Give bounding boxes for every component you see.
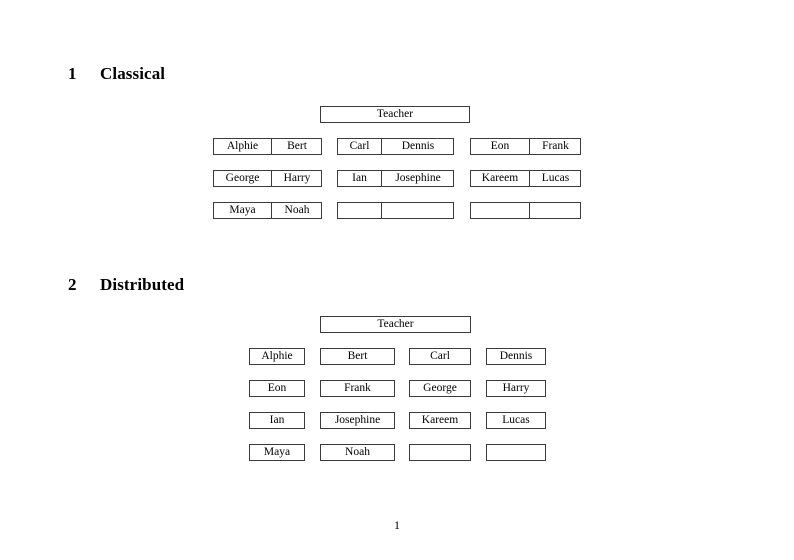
student-cell-empty — [471, 203, 529, 218]
student-cell-empty — [529, 203, 581, 218]
classical-student-row: George Harry Ian Josephine Kareem Lucas — [0, 170, 794, 202]
student-cell: Alphie — [226, 139, 259, 152]
section-number: 1 — [68, 64, 77, 83]
student-pair-box: Kareem Lucas — [470, 170, 581, 187]
student-cell: Bert — [271, 139, 322, 154]
student-box: George — [409, 380, 471, 397]
student-cell: Eon — [267, 381, 287, 394]
student-cell: Frank — [529, 139, 581, 154]
section-title: Distributed — [100, 275, 185, 294]
teacher-box: Teacher — [320, 316, 471, 333]
section-heading-classical: 1 Classical — [68, 64, 165, 84]
classical-diagram: Teacher Alphie Bert Carl Dennis Eon Fran… — [0, 106, 794, 234]
student-box: Lucas — [486, 412, 546, 429]
student-cell: Maya — [229, 203, 256, 216]
student-cell: Ian — [352, 171, 367, 184]
student-cell-empty — [487, 445, 545, 460]
student-cell: Dennis — [499, 349, 533, 362]
page-number: 1 — [394, 518, 400, 532]
student-cell: Alphie — [261, 349, 293, 362]
student-cell: Josephine — [381, 171, 454, 186]
student-cell-empty — [338, 203, 381, 218]
student-box: Josephine — [320, 412, 395, 429]
student-cell: Frank — [344, 381, 371, 394]
student-cell: Eon — [490, 139, 510, 152]
student-cell-empty — [410, 445, 470, 460]
classical-student-row: Maya Noah — [0, 202, 794, 234]
student-pair-box: George Harry — [213, 170, 322, 187]
student-pair-box: Alphie Bert — [213, 138, 322, 155]
student-cell: Noah — [345, 445, 370, 458]
student-cell: Maya — [263, 445, 291, 458]
student-cell-empty — [381, 203, 454, 218]
student-cell: Harry — [502, 381, 530, 394]
student-cell: George — [423, 381, 457, 394]
student-pair-box: Maya Noah — [213, 202, 322, 219]
distributed-diagram: Teacher Alphie Bert Carl Dennis Eon Fran… — [0, 316, 794, 476]
student-cell: Dennis — [381, 139, 454, 154]
student-box: Alphie — [249, 348, 305, 365]
distributed-student-row: Eon Frank George Harry — [0, 380, 794, 412]
student-box: Bert — [320, 348, 395, 365]
student-box: Harry — [486, 380, 546, 397]
distributed-student-row: Alphie Bert Carl Dennis — [0, 348, 794, 380]
student-pair-box: Carl Dennis — [337, 138, 454, 155]
student-pair-box-empty — [470, 202, 581, 219]
student-box: Frank — [320, 380, 395, 397]
student-cell: Lucas — [529, 171, 581, 186]
student-cell: Kareem — [421, 413, 459, 426]
student-cell: Carl — [349, 139, 370, 152]
student-cell: Kareem — [481, 171, 519, 184]
distributed-teacher-row: Teacher — [0, 316, 794, 348]
student-box-empty — [486, 444, 546, 461]
teacher-label: Teacher — [376, 107, 414, 120]
student-pair-box-empty — [337, 202, 454, 219]
student-box-empty — [409, 444, 471, 461]
student-cell: Ian — [269, 413, 285, 426]
student-cell: Bert — [347, 349, 368, 362]
distributed-student-row: Ian Josephine Kareem Lucas — [0, 412, 794, 444]
student-pair-box: Eon Frank — [470, 138, 581, 155]
student-box: Dennis — [486, 348, 546, 365]
section-heading-distributed: 2 Distributed — [68, 275, 184, 295]
student-cell: Harry — [271, 171, 322, 186]
student-cell: Carl — [430, 349, 450, 362]
student-box: Eon — [249, 380, 305, 397]
teacher-box: Teacher — [320, 106, 470, 123]
student-cell: Josephine — [334, 413, 381, 426]
student-box: Carl — [409, 348, 471, 365]
student-box: Kareem — [409, 412, 471, 429]
student-cell: Noah — [271, 203, 322, 218]
distributed-student-row: Maya Noah — [0, 444, 794, 476]
student-box: Ian — [249, 412, 305, 429]
student-pair-box: Ian Josephine — [337, 170, 454, 187]
section-number: 2 — [68, 275, 77, 294]
student-cell: Lucas — [502, 413, 530, 426]
student-cell: George — [225, 171, 260, 184]
teacher-label: Teacher — [377, 317, 414, 330]
section-title: Classical — [100, 64, 166, 83]
classical-student-row: Alphie Bert Carl Dennis Eon Frank — [0, 138, 794, 170]
student-box: Maya — [249, 444, 305, 461]
classical-teacher-row: Teacher — [0, 106, 794, 138]
student-box: Noah — [320, 444, 395, 461]
